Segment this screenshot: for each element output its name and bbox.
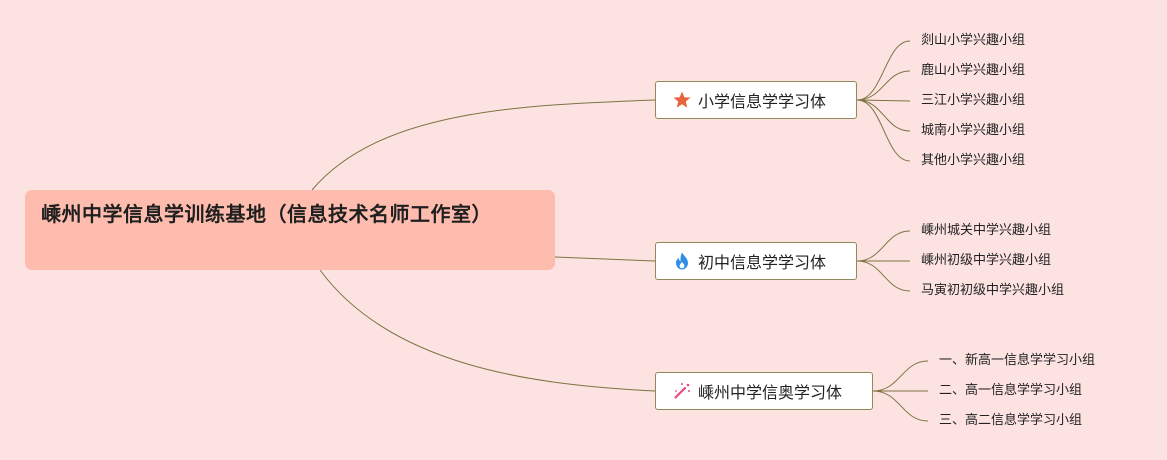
leaf-topic[interactable]: 城南小学兴趣小组 — [921, 123, 1026, 138]
leaf-topic[interactable]: 鹿山小学兴趣小组 — [921, 63, 1026, 78]
flame-icon — [672, 251, 692, 271]
branch-label: 嵊州中学信奥学习体 — [698, 383, 843, 402]
connector-branch-2-leaf-1 — [856, 230, 911, 262]
connector-branch-1-leaf-5 — [856, 99, 911, 162]
connector-branch-3-leaf-3 — [872, 390, 929, 422]
leaf-topic[interactable]: 三、高二信息学学习小组 — [939, 413, 1083, 428]
connector-branch-1-leaf-1 — [856, 40, 911, 101]
leaf-topic[interactable]: 三江小学兴趣小组 — [921, 93, 1026, 108]
leaf-topic[interactable]: 其他小学兴趣小组 — [921, 153, 1026, 168]
connector-branch-1-leaf-4 — [856, 99, 911, 132]
leaf-topic[interactable]: 剡山小学兴趣小组 — [921, 33, 1026, 48]
root-topic[interactable]: 嵊州中学信息学训练基地（信息技术名师工作室） — [25, 190, 555, 270]
connector-branch-3-leaf-1 — [872, 360, 929, 392]
leaf-topic[interactable]: 二、高一信息学学习小组 — [939, 383, 1083, 398]
leaf-topic[interactable]: 嵊州城关中学兴趣小组 — [921, 223, 1052, 238]
connector-branch-2-leaf-3 — [856, 260, 911, 292]
magic-wand-icon — [672, 381, 692, 401]
connector-root-branch-1 — [311, 99, 656, 191]
branch-label: 初中信息学学习体 — [698, 253, 827, 272]
root-topic-label: 嵊州中学信息学训练基地（信息技术名师工作室） — [41, 202, 492, 226]
leaf-topic[interactable]: 嵊州初级中学兴趣小组 — [921, 253, 1052, 268]
branch-high-school[interactable]: 嵊州中学信奥学习体 — [655, 372, 873, 410]
star-icon — [672, 90, 692, 110]
connector-branch-1-leaf-2 — [856, 70, 911, 101]
leaf-topic[interactable]: 马寅初初级中学兴趣小组 — [921, 283, 1065, 298]
branch-label: 小学信息学学习体 — [698, 92, 827, 111]
branch-middle-school[interactable]: 初中信息学学习体 — [655, 242, 857, 280]
connector-root-branch-3 — [319, 269, 656, 392]
leaf-topic[interactable]: 一、新高一信息学学习小组 — [939, 353, 1096, 368]
branch-primary-school[interactable]: 小学信息学学习体 — [655, 81, 857, 119]
connector-root-branch-2 — [554, 256, 656, 262]
connector-branch-1-leaf-3 — [856, 99, 911, 102]
